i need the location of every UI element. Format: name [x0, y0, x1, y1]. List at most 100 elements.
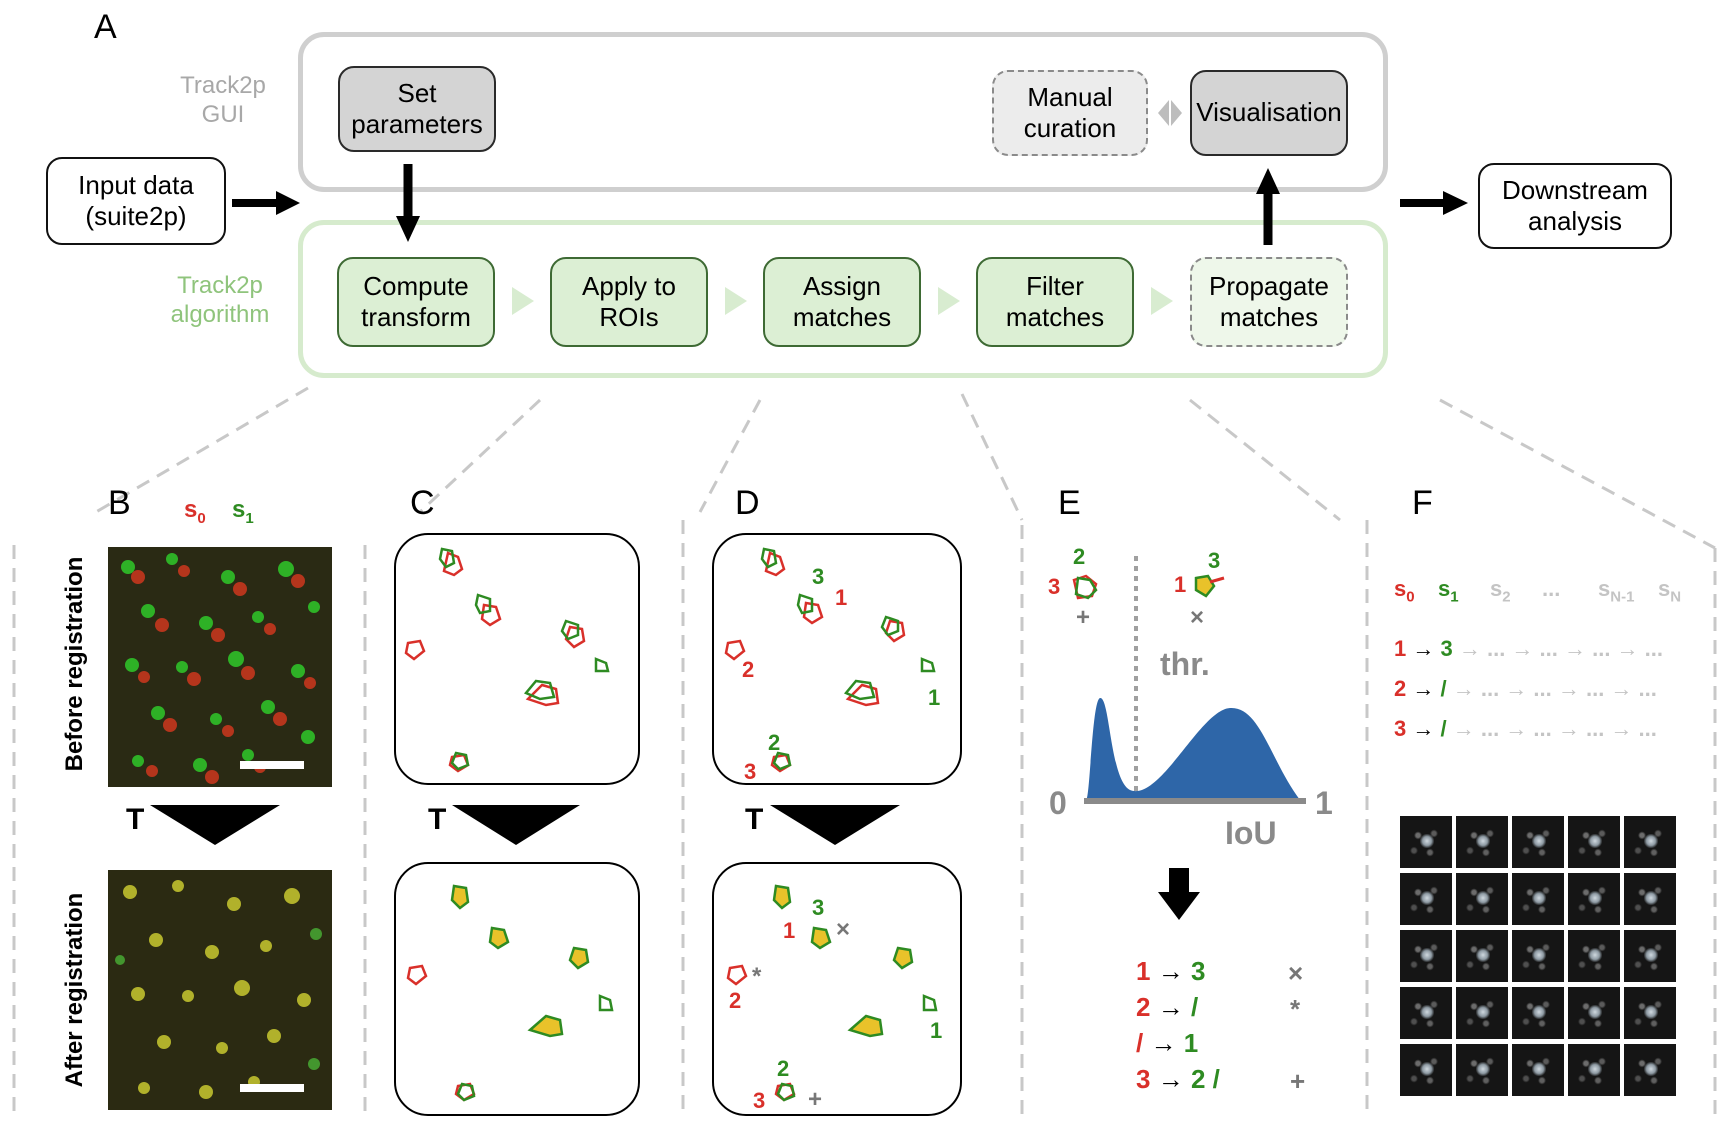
legend-s0: s0: [184, 496, 206, 527]
step-propagate-matches: Propagate matches: [1190, 257, 1348, 347]
session-text: s: [1490, 576, 1503, 601]
d-bottom-plus-mark: +: [808, 1086, 823, 1113]
result-right: 2 /: [1190, 1064, 1220, 1094]
session-sn-1: sN-1: [1598, 576, 1634, 605]
panel-label-a: A: [94, 8, 117, 46]
result-arrow: →: [1157, 992, 1184, 1022]
seq-arrow: →: [1412, 716, 1435, 741]
session-text: s: [1598, 576, 1611, 601]
legend-s0-text: s: [184, 496, 198, 523]
transform-triangle-icon: [150, 805, 280, 845]
session-text: s: [1394, 576, 1407, 601]
set-params-line1: Set: [397, 77, 437, 108]
sequence-row: 3 → / → ... → ... → ... → ...: [1394, 716, 1657, 742]
d-bottom-label-2a: 2: [729, 988, 742, 1013]
cell-thumbnail: [1624, 816, 1676, 868]
result-left: 1: [1136, 956, 1151, 986]
panel-c-before-rois: [404, 547, 610, 773]
panel-label-d: D: [735, 484, 760, 522]
cell-thumbnail: [1512, 816, 1564, 868]
arrow-down-icon: [396, 164, 420, 242]
algo-label-line2: algorithm: [170, 300, 270, 328]
input-line2: (suite2p): [85, 201, 187, 231]
seq-tail: → ... → ... → ... → ...: [1458, 636, 1664, 661]
arrow-right-icon: [232, 191, 300, 215]
step-apply-to-rois: Apply to ROIs: [550, 257, 708, 347]
transform-triangle-icon: [452, 805, 580, 845]
cell-thumbnail: [1456, 930, 1508, 982]
session-sub: N: [1670, 588, 1682, 606]
sequence-row: 2 → / → ... → ... → ... → ...: [1394, 676, 1657, 702]
cell-thumbnail: [1400, 816, 1452, 868]
result-mark-plus: +: [1290, 1066, 1306, 1096]
cell-thumbnail: [1624, 1044, 1676, 1096]
arrow-down-icon: [1158, 868, 1200, 920]
d-top-label-1a: 1: [835, 585, 848, 610]
session-ellipsis: ...: [1542, 576, 1560, 602]
cell-thumbnail: [1400, 873, 1452, 925]
sequence-row: 1 → 3 → ... → ... → ... → ...: [1394, 636, 1663, 662]
iou-histogram: [1084, 556, 1306, 804]
seq-start: 3: [1394, 716, 1407, 741]
e-left-num-3: 3: [1048, 574, 1061, 599]
cell-thumbnail: [1624, 930, 1676, 982]
result-arrow: →: [1157, 956, 1184, 986]
panel-d-before-frame: [712, 533, 962, 785]
cell-thumbnail: [1400, 930, 1452, 982]
transform-triangle-icon: [770, 805, 900, 845]
step3-line2: matches: [792, 302, 892, 332]
cell-thumbnail: [1512, 1044, 1564, 1096]
e-left-num-2: 2: [1073, 544, 1086, 569]
arrow-right-icon: [1400, 191, 1468, 215]
cell-thumbnail: [1568, 987, 1620, 1039]
chevron-right-icon: [512, 287, 534, 315]
seq-next: 3: [1440, 636, 1453, 661]
e-right-num-1: 1: [1174, 572, 1187, 597]
cell-thumbnail: [1456, 873, 1508, 925]
result-row: / → 1: [1136, 1028, 1198, 1059]
algo-label: Track2p algorithm: [150, 272, 290, 330]
cell-thumbnail: [1568, 873, 1620, 925]
transform-label-d: T: [745, 803, 764, 836]
cell-thumbnail: [1512, 987, 1564, 1039]
input-line1: Input data: [78, 169, 194, 200]
threshold-label: thr.: [1160, 646, 1210, 682]
seq-arrow: →: [1412, 676, 1435, 701]
session-sn: sN: [1658, 576, 1681, 605]
session-sub: 0: [1406, 588, 1415, 606]
cell-thumbnail: [1512, 873, 1564, 925]
gui-container: [298, 32, 1388, 192]
chevron-right-icon: [725, 287, 747, 315]
seq-tail: → ... → ... → ... → ...: [1452, 716, 1657, 741]
result-right: /: [1190, 992, 1199, 1022]
scale-bar: [240, 761, 304, 769]
result-mark-star: *: [1290, 994, 1301, 1024]
before-registration-label: Before registration: [61, 556, 88, 772]
session-sub: N-1: [1610, 588, 1635, 606]
step5-line2: matches: [1219, 302, 1319, 332]
seq-start: 2: [1394, 676, 1407, 701]
arrow-up-icon: [1256, 168, 1280, 245]
step-filter-matches: Filter matches: [976, 257, 1134, 347]
panel-d-after-rois: [726, 884, 938, 1102]
d-top-label-3b: 3: [744, 759, 757, 784]
session-s0: s0: [1394, 576, 1415, 605]
e-left-plus-mark: +: [1076, 604, 1091, 631]
d-bottom-label-2b: 2: [777, 1056, 790, 1081]
session-s2: s2: [1490, 576, 1511, 605]
d-bottom-label-1b: 1: [930, 1018, 943, 1043]
d-top-label-2a: 2: [742, 657, 755, 682]
after-registration-image: [108, 870, 332, 1110]
session-text: s: [1658, 576, 1671, 601]
panel-c-before-frame: [394, 533, 640, 785]
session-s1: s1: [1438, 576, 1459, 605]
cell-thumbnail: [1512, 930, 1564, 982]
panel-label-b: B: [108, 484, 131, 522]
cell-thumbnail-grid: [1400, 816, 1680, 1096]
session-sub: 2: [1502, 588, 1511, 606]
step4-line1: Filter: [1026, 270, 1084, 301]
e-right-x-mark: ×: [1190, 604, 1205, 631]
panel-separators: [12, 520, 1717, 1118]
d-bottom-label-3b: 3: [753, 1088, 766, 1113]
input-data-box: Input data (suite2p): [46, 157, 226, 245]
